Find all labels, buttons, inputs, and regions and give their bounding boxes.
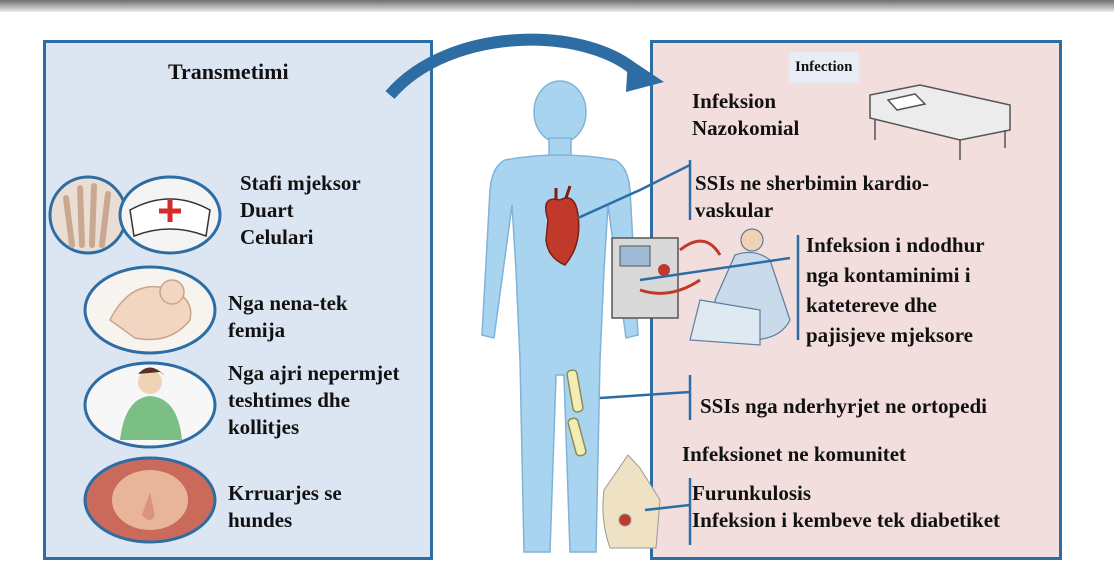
community-infection-list: Furunkulosis Infeksion i kembeve tek dia… [692,480,1000,534]
text-line: Infeksion [692,88,799,115]
nosocomial-infection-text: Infeksion Nazokomial [692,88,799,142]
nurse-cap-image [120,177,220,253]
text-line: vaskular [695,197,929,224]
transmission-title: Transmetimi [168,58,289,85]
newborn-image [85,267,215,353]
text-line: pajisjeve mjeksore [806,320,985,350]
transmission-arrow [390,40,640,95]
text-line: femija [228,317,348,344]
text-line: katetereve dhe [806,290,985,320]
text-line: Nga ajri nepermjet [228,360,399,387]
text-line: nga kontaminimi i [806,260,985,290]
text-line: Infeksion i kembeve tek diabetiket [692,507,1000,534]
sneezing-person-image [85,363,215,447]
text-line: Nazokomial [692,115,799,142]
text-line: SSIs ne sherbimin kardio- [695,170,929,197]
text-line: Duart [240,197,361,224]
source-nose-text: Krruarjes se hundes [228,480,342,534]
hospital-bed-icon [870,85,1010,160]
patient-icon [690,229,790,345]
cardio-ssi-text: SSIs ne sherbimin kardio- vaskular [695,170,929,224]
text-line: hundes [228,507,342,534]
text-line: Infeksion i ndodhur [806,230,985,260]
arrow-head [626,58,664,92]
nose-picking-image [85,458,215,542]
device-infection-text: Infeksion i ndodhur nga kontaminimi i ka… [806,230,985,350]
source-staff-text: Stafi mjeksor Duart Celulari [240,170,361,251]
community-infection-text: Infeksionet ne komunitet [682,441,906,468]
text-line: kollitjes [228,414,399,441]
text-line: Krruarjes se [228,480,342,507]
text-line: SSIs nga nderhyrjet ne ortopedi [700,393,987,420]
orthopedic-ssi-text: SSIs nga nderhyrjet ne ortopedi [700,393,987,420]
text-line: Furunkulosis [692,480,1000,507]
text-line: Celulari [240,224,361,251]
source-air-text: Nga ajri nepermjet teshtimes dhe kollitj… [228,360,399,441]
hand-image [50,177,126,253]
source-mother-text: Nga nena-tek femija [228,290,348,344]
text-line: Stafi mjeksor [240,170,361,197]
text-line: Nga nena-tek [228,290,348,317]
foot-icon [603,455,660,548]
text-line: Infeksionet ne komunitet [682,441,906,468]
infection-title: Infection [789,52,859,83]
text-line: teshtimes dhe [228,387,399,414]
